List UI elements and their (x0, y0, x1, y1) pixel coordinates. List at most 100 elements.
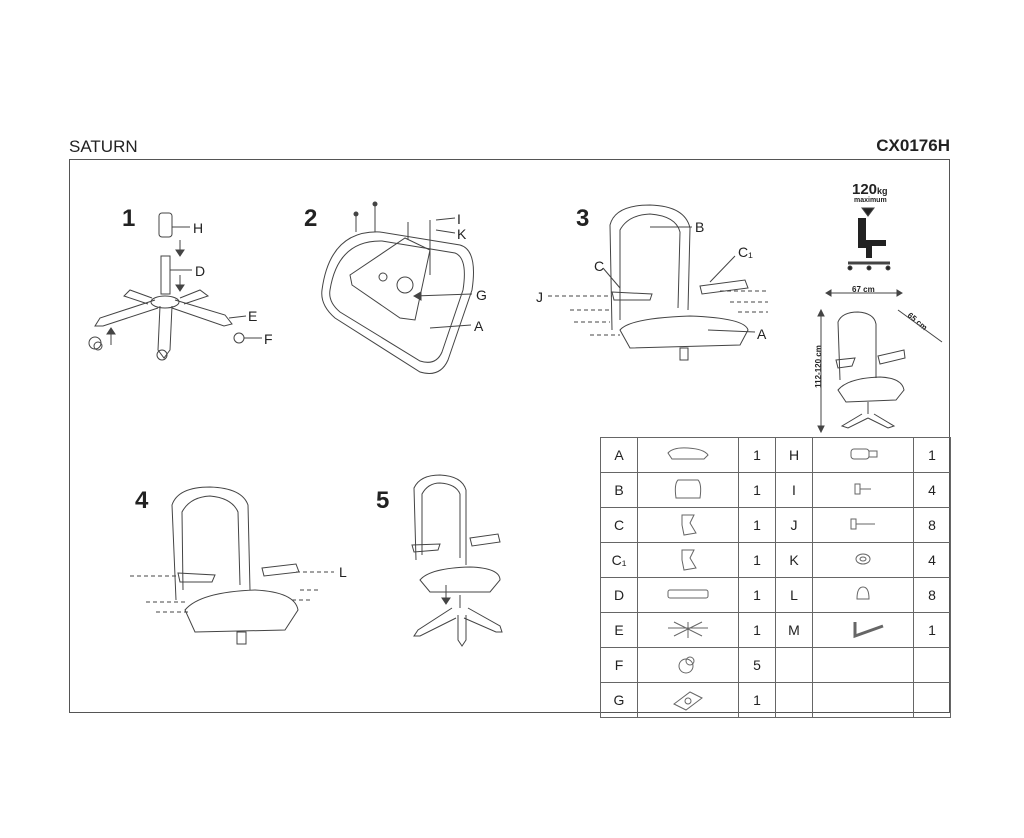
caster-icon (88, 327, 116, 351)
step5-drawing (411, 474, 503, 647)
label-b: B (695, 219, 705, 235)
seat-icon (637, 437, 739, 473)
long-bolt-icon (812, 507, 914, 543)
backrest-icon (609, 204, 691, 331)
step-number-1: 1 (122, 205, 136, 232)
part-key: F (600, 647, 638, 683)
gas-lift-icon (160, 255, 171, 295)
star-base-icon (94, 289, 262, 361)
label-l: L (339, 564, 347, 580)
armrest-left (611, 291, 653, 301)
armrest-bracket-icon (637, 507, 739, 543)
part-key (775, 647, 813, 683)
part-key (775, 682, 813, 718)
mechanism-icon (349, 237, 431, 321)
part-qty: 4 (913, 472, 951, 508)
step2-drawing (321, 201, 474, 374)
short-bolt-icon (812, 472, 914, 508)
label-g: G (476, 287, 487, 303)
part-key: K (775, 542, 813, 578)
part-key: I (775, 472, 813, 508)
part-qty: 1 (738, 682, 776, 718)
part-key: M (775, 612, 813, 648)
label-k: K (457, 226, 467, 242)
width-dimension: 67 cm (852, 285, 875, 294)
part-qty (913, 647, 951, 683)
part-qty: 1 (738, 507, 776, 543)
capacity-chair-icon (847, 207, 891, 271)
label-e: E (248, 308, 258, 324)
part-qty: 1 (738, 612, 776, 648)
step-number-2: 2 (304, 205, 318, 232)
label-i: I (457, 211, 461, 227)
washer-icon (812, 542, 914, 578)
part-qty (913, 682, 951, 718)
gas-lift-icon (637, 577, 739, 613)
part-qty: 1 (913, 612, 951, 648)
part-key: C (600, 507, 638, 543)
label-f: F (264, 331, 273, 347)
allen-key-icon (812, 612, 914, 648)
part-key: J (775, 507, 813, 543)
cover-h-icon (158, 212, 173, 238)
part-qty: 5 (738, 647, 776, 683)
part-qty: 1 (738, 542, 776, 578)
mechanism-icon (637, 682, 739, 718)
label-c1: C₁ (738, 244, 753, 260)
cover-icon (812, 437, 914, 473)
step3-drawing (548, 204, 768, 361)
capacity-value: 120kg (852, 181, 888, 198)
step-number-4: 4 (135, 487, 149, 514)
part-key: A (600, 437, 638, 473)
step-number-3: 3 (576, 205, 590, 232)
instruction-frame (69, 159, 950, 713)
part-key: D (600, 577, 638, 613)
step1-drawing (88, 212, 262, 361)
part-qty: 1 (913, 437, 951, 473)
part-qty: 1 (738, 472, 776, 508)
label-h: H (193, 220, 204, 236)
armrest-right (699, 279, 749, 295)
part-key: L (775, 577, 813, 613)
label-d: D (195, 263, 206, 279)
part-qty: 4 (913, 542, 951, 578)
part-qty: 8 (913, 577, 951, 613)
label-a-step3: A (757, 326, 767, 342)
part-key: B (600, 472, 638, 508)
backrest-step4 (171, 486, 251, 601)
cap-icon (812, 577, 914, 613)
part-key: H (775, 437, 813, 473)
dimension-lines (817, 289, 943, 434)
part-key: C₁ (600, 542, 638, 578)
spec-chair-drawing (835, 311, 906, 429)
star-base-icon (637, 612, 739, 648)
label-a-step2: A (474, 318, 484, 334)
part-qty: 1 (738, 577, 776, 613)
part-key: G (600, 682, 638, 718)
part-key: E (600, 612, 638, 648)
armrest-bracket-icon (637, 542, 739, 578)
part-qty: 1 (738, 437, 776, 473)
label-j: J (536, 289, 543, 305)
step-number-5: 5 (376, 487, 390, 514)
empty-cell (812, 647, 914, 683)
capacity-note: maximum (854, 197, 887, 204)
model-name: SATURN (69, 137, 138, 156)
caster-icon (637, 647, 739, 683)
part-qty: 8 (913, 507, 951, 543)
label-c: C (594, 258, 605, 274)
model-code: CX0176H (876, 136, 950, 155)
step4-drawing (130, 486, 334, 645)
empty-cell (812, 682, 914, 718)
seat-icon (321, 231, 474, 374)
backrest-icon (637, 472, 739, 508)
